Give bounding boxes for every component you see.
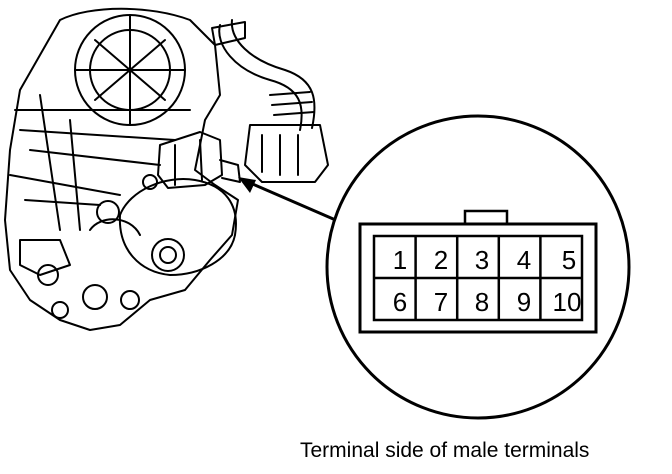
diagram-caption: Terminal side of male terminals xyxy=(300,439,590,462)
pin-8-label: 8 xyxy=(475,287,489,317)
pin-10-label: 10 xyxy=(553,287,582,317)
pin-2-label: 2 xyxy=(434,245,448,275)
pin-6-label: 6 xyxy=(393,287,407,317)
pin-5-label: 5 xyxy=(562,245,576,275)
pin-3-label: 3 xyxy=(475,245,489,275)
pin-7-label: 7 xyxy=(434,287,448,317)
pin-1-label: 1 xyxy=(393,245,407,275)
transmission-illustration xyxy=(4,7,329,331)
pin-4-label: 4 xyxy=(517,245,531,275)
pin-9-label: 9 xyxy=(517,287,531,317)
connector-face: 1 2 3 4 5 6 7 8 9 10 xyxy=(358,209,598,334)
